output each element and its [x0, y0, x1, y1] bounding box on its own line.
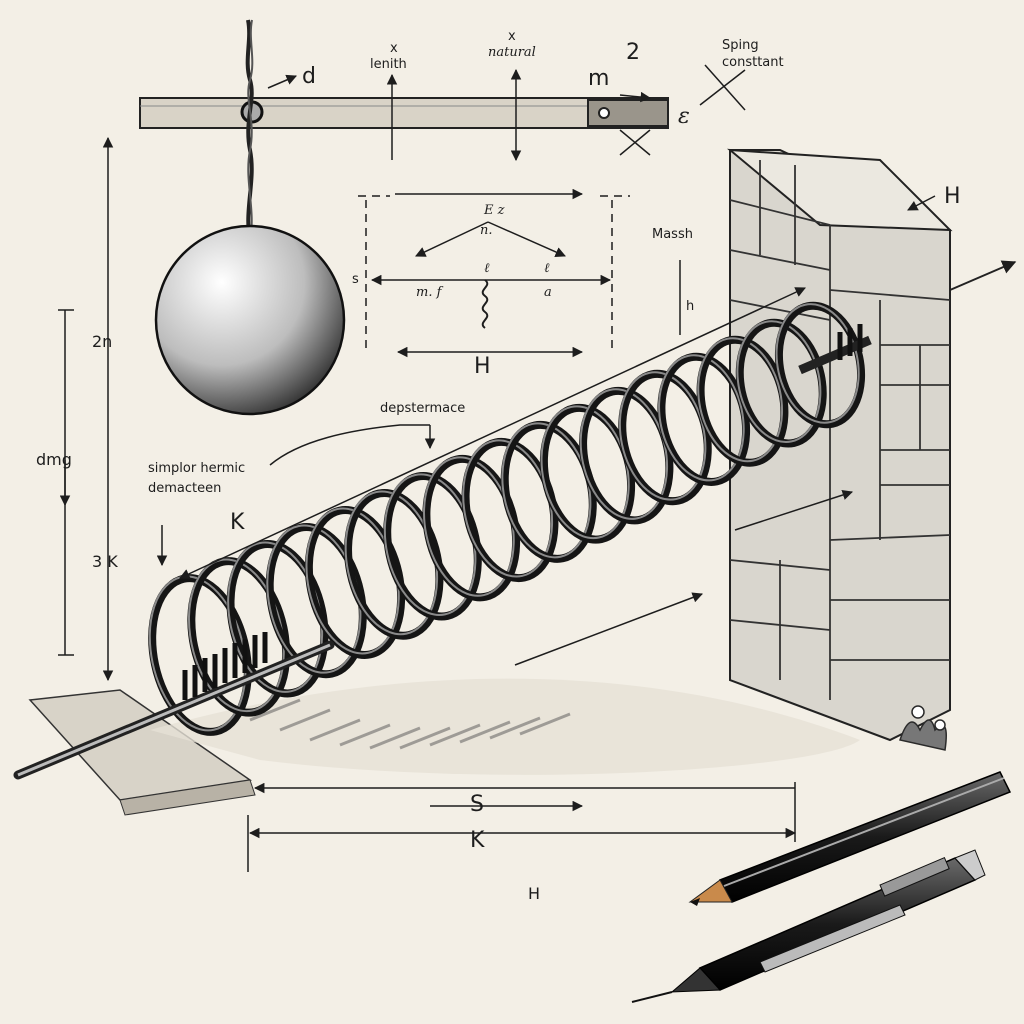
label-l-mid2: ℓ — [544, 261, 550, 276]
label-demacteen: demacteen — [148, 481, 222, 496]
label-natural: natural — [488, 45, 536, 60]
dimension-lines — [58, 64, 936, 872]
label-l-mid: ℓ — [484, 261, 490, 276]
label-h-box: H — [474, 354, 491, 379]
label-lenith: lenith — [370, 57, 407, 72]
label-h-small: h — [686, 299, 695, 314]
label-depstermace: depstermace — [380, 401, 466, 416]
label-d: d — [302, 64, 316, 89]
label-s-ground: S — [470, 792, 484, 817]
label-m-f: m. f — [416, 285, 442, 300]
label-m: m — [588, 66, 610, 91]
label-k-ground: K — [470, 828, 485, 853]
label-dmg: dmg — [36, 450, 72, 469]
label-two: 2 — [626, 40, 640, 65]
label-h-bottom: H — [528, 884, 541, 903]
pen-icon — [631, 849, 986, 1003]
spring-rod — [13, 324, 872, 780]
label-3k: 3 K — [92, 552, 118, 571]
ground-slab — [28, 678, 860, 816]
label-spring-constant: Sping consttant — [722, 38, 784, 70]
label-h-wall: H — [944, 184, 961, 209]
label-massh: Massh — [652, 227, 693, 242]
label-2n: 2n — [92, 332, 113, 351]
label-simplor-hermic: simplor hermic — [148, 461, 246, 476]
label-k-upper: K — [230, 510, 245, 535]
label-n: n. — [480, 223, 493, 238]
label-e-z: E z — [484, 203, 505, 218]
label-epsilon: ε — [678, 104, 690, 129]
label-x-mark-2: x — [508, 29, 516, 44]
pencil-icon — [688, 771, 1012, 906]
label-a-mid: a — [544, 285, 552, 300]
label-s-small: s — [352, 272, 359, 287]
top-beam — [139, 97, 669, 129]
label-x-mark: x — [390, 41, 398, 56]
